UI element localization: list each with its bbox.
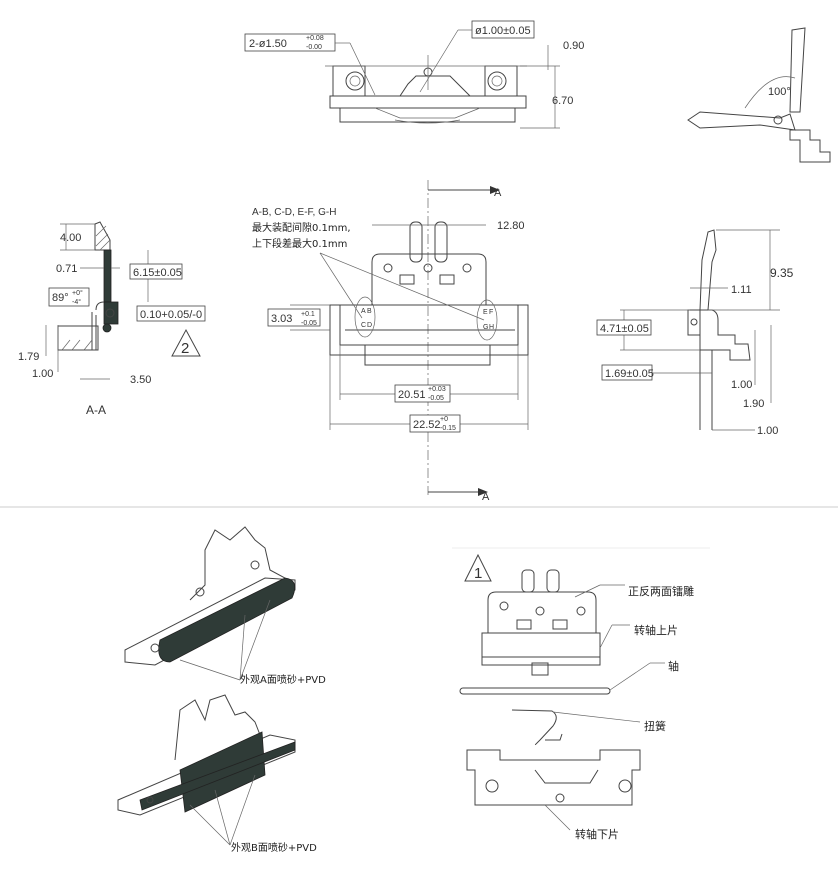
- dim-gap: 0.10+0.05/-0: [140, 309, 202, 321]
- dim-width-top: 12.80: [497, 220, 525, 232]
- dim-top: 4.00: [60, 232, 81, 244]
- revision-mark: 1: [474, 565, 482, 582]
- hole-pair-label: 2-ø1.50: [249, 38, 287, 50]
- dim-inner-tol-upper: +0.03: [428, 386, 446, 393]
- angle-label: 100°: [768, 86, 791, 98]
- point-e: E: [483, 309, 488, 316]
- dim-height: 6.70: [552, 95, 573, 107]
- label-spring: 扭簧: [644, 719, 666, 733]
- revision-triangle-2: [171, 328, 201, 357]
- note-line-1: A-B, C-D, E-F, G-H: [252, 207, 336, 218]
- dim-top: 0.90: [563, 40, 584, 52]
- dim-height: 6.15±0.05: [133, 267, 182, 279]
- hole-pair-tol-lower: -0.00: [306, 44, 322, 51]
- point-b: B: [367, 308, 372, 315]
- dim-thickness: 1.11: [731, 284, 752, 296]
- dim-height-tol-upper: +0.1: [301, 311, 315, 318]
- dim-inner-width: 20.51: [398, 389, 426, 401]
- label-lower-part: 转轴下片: [575, 827, 619, 841]
- dim-outer-tol-upper: +0: [440, 416, 448, 423]
- dim-height-tol-lower: -0.05: [301, 320, 317, 327]
- dim-base: 1.00: [757, 425, 778, 437]
- dim-step2: 1.90: [743, 398, 764, 410]
- top-view: 2-ø1.50 +0.08 -0.00 ø1.00±0.05 0.90 6.70: [244, 20, 584, 129]
- dim-outer-width: 22.52: [413, 419, 441, 431]
- angle-tol-upper: +0°: [72, 289, 83, 297]
- front-view: A A A B C D E F G H A-B, C-D, E-F, G-H 最…: [252, 180, 529, 503]
- dim-b: 1.00: [32, 368, 53, 380]
- point-d: D: [367, 322, 372, 329]
- point-g: G: [483, 324, 488, 331]
- section-aa: 4.00 0.71 6.15±0.05 89° +0° -4° 0.10+0.0…: [18, 221, 206, 417]
- hole-pair-callout: [244, 33, 336, 52]
- iso-view-b: 外观B面喷砂+PVD: [117, 694, 317, 854]
- dim-step1: 1.00: [731, 379, 752, 391]
- point-a: A: [361, 308, 366, 315]
- revision-triangle-1: [464, 553, 492, 582]
- label-b: 外观B面喷砂+PVD: [231, 841, 317, 854]
- point-h: H: [489, 324, 494, 331]
- center-hole-callout: [471, 20, 535, 39]
- side-view: 9.35 1.11 4.71±0.05 1.69±0.05 1.00 1.90 …: [596, 229, 794, 437]
- point-f: F: [489, 309, 493, 316]
- dim-offset: 1.69±0.05: [605, 368, 654, 380]
- iso-view-a: 外观A面喷砂+PVD: [124, 526, 326, 686]
- dim-lower: 4.71±0.05: [600, 323, 649, 335]
- section-marker-bottom: A: [482, 491, 490, 503]
- point-c: C: [361, 322, 366, 329]
- dim-height-main: 3.03: [271, 313, 292, 325]
- angle-main: 89°: [52, 292, 69, 304]
- label-engraving: 正反两面镭雕: [628, 584, 694, 598]
- note-line-3: 上下段差最大0.1mm: [252, 237, 347, 250]
- section-marker-top: A: [494, 187, 502, 199]
- dim-a: 1.79: [18, 351, 39, 363]
- section-title: A-A: [86, 403, 106, 417]
- dim-inner-tol-lower: -0.05: [428, 395, 444, 402]
- dim-width: 3.50: [130, 374, 151, 386]
- label-upper-part: 转轴上片: [634, 623, 678, 637]
- dim-thickness: 0.71: [56, 263, 77, 275]
- dim-height: 9.35: [770, 266, 794, 280]
- revision-mark: 2: [181, 340, 189, 357]
- label-shaft: 轴: [668, 659, 679, 673]
- hole-pair-tol-upper: +0.08: [306, 35, 324, 42]
- note-line-2: 最大装配间隙0.1mm,: [252, 221, 351, 234]
- angle-view: 100°: [687, 27, 831, 163]
- label-a: 外观A面喷砂+PVD: [240, 673, 326, 686]
- exploded-view: 1 正反两面镭雕 转轴上片 轴 扭簧 转轴下片: [452, 547, 710, 841]
- dim-outer-tol-lower: -0.15: [440, 425, 456, 432]
- center-hole-label: ø1.00±0.05: [475, 25, 531, 37]
- angle-tol-lower: -4°: [72, 298, 81, 306]
